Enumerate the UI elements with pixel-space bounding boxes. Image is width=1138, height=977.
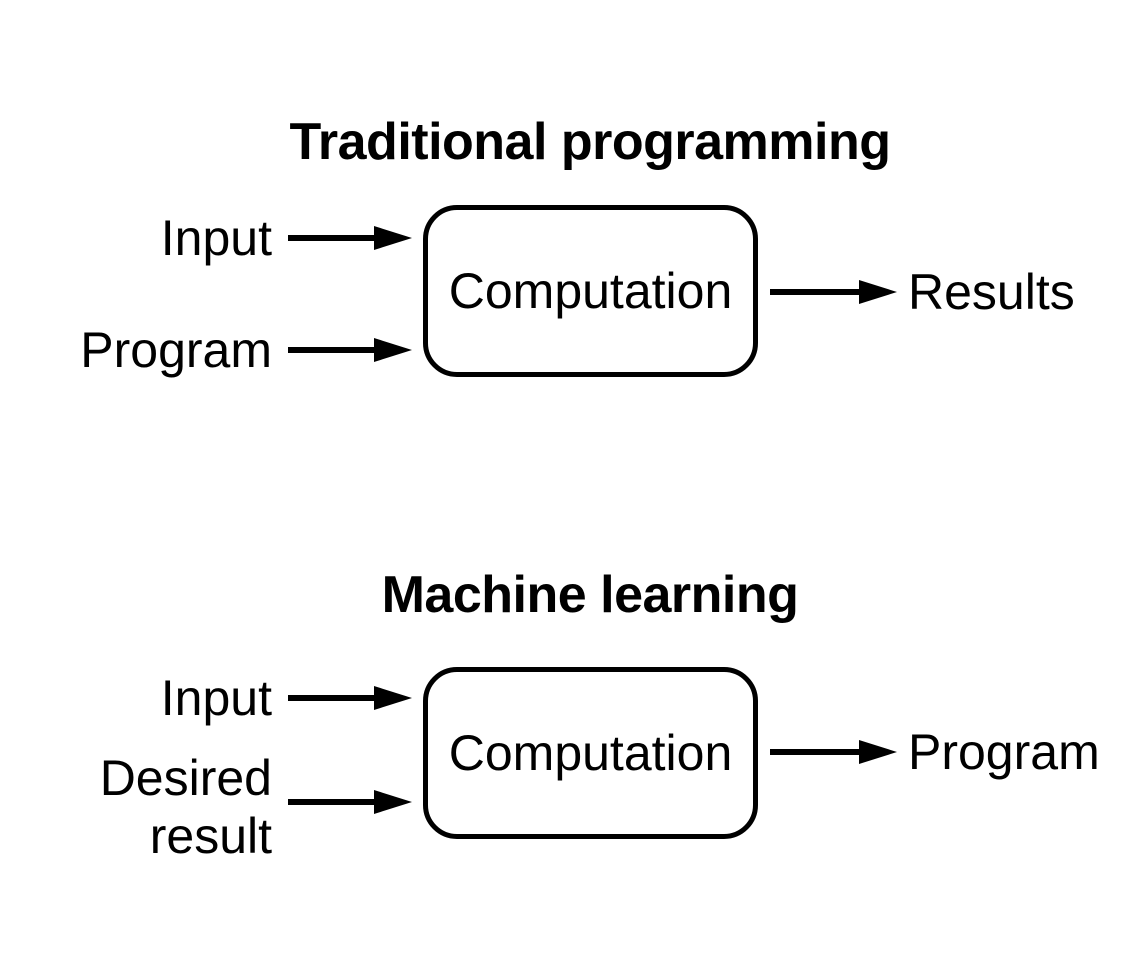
program-output-label: Program xyxy=(908,724,1100,780)
desired-result-input-label: Desired result xyxy=(99,750,272,864)
results-output-label: Results xyxy=(908,264,1075,320)
computation-box: Computation xyxy=(423,205,758,377)
diagram-title: Traditional programming xyxy=(289,113,892,171)
computation-box-label: Computation xyxy=(448,263,733,319)
input-label: Input xyxy=(160,210,272,266)
arrow-right-icon xyxy=(288,790,412,814)
diagram-title: Machine learning xyxy=(381,566,799,624)
arrow-right-icon xyxy=(770,740,897,764)
computation-box-label: Computation xyxy=(448,725,733,781)
arrow-right-icon xyxy=(770,280,897,304)
arrow-right-icon xyxy=(288,226,412,250)
arrow-right-icon xyxy=(288,338,412,362)
arrow-right-icon xyxy=(288,686,412,710)
computation-box: Computation xyxy=(423,667,758,839)
program-input-label: Program xyxy=(80,322,272,378)
input-label: Input xyxy=(160,670,272,726)
